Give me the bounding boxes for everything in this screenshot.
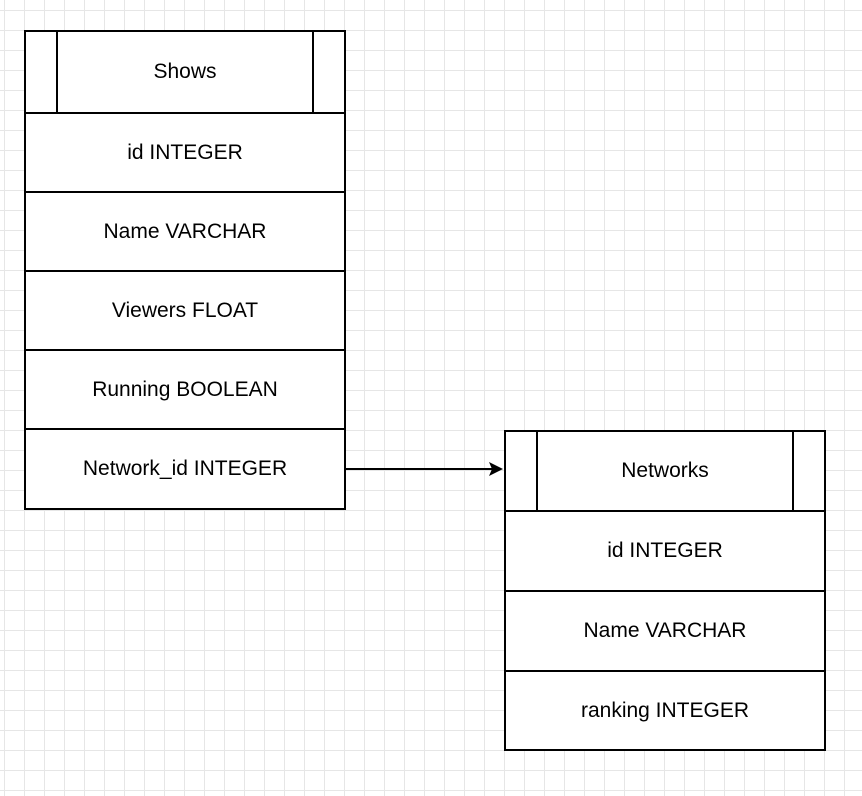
- shows-field-id[interactable]: id INTEGER: [26, 114, 344, 193]
- networks-table-header[interactable]: Networks: [506, 432, 824, 512]
- networks-table-title: Networks: [621, 459, 709, 482]
- shows-field-network-id[interactable]: Network_id INTEGER: [82, 457, 288, 480]
- header-right-divider: [312, 32, 314, 112]
- header-right-divider: [792, 432, 794, 510]
- shows-table-header[interactable]: Shows: [26, 32, 344, 114]
- shows-field-running[interactable]: Running BOOLEAN: [26, 351, 344, 430]
- networks-field-id[interactable]: id INTEGER: [506, 512, 824, 592]
- connector-arrowhead: [489, 462, 503, 476]
- header-left-divider: [536, 432, 538, 510]
- shows-table-title: Shows: [153, 60, 217, 83]
- header-left-divider: [56, 32, 58, 112]
- networks-field-name[interactable]: Name VARCHAR: [506, 592, 824, 672]
- networks-table[interactable]: Networks id INTEGER Name VARCHAR ranking…: [504, 430, 826, 751]
- networks-field-ranking[interactable]: ranking INTEGER: [580, 698, 750, 722]
- shows-table[interactable]: Shows id INTEGER Name VARCHAR Viewers FL…: [24, 30, 346, 510]
- shows-field-viewers[interactable]: Viewers FLOAT: [26, 272, 344, 351]
- shows-field-name[interactable]: Name VARCHAR: [26, 193, 344, 272]
